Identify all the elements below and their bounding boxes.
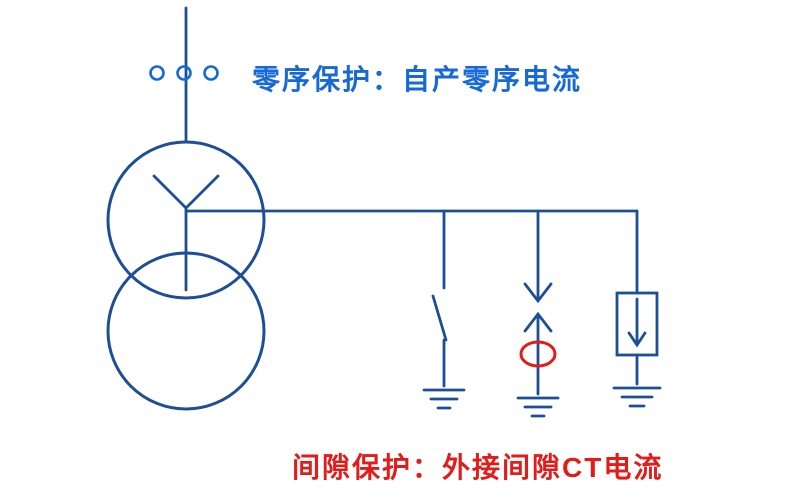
ct-circle-a <box>149 65 165 81</box>
circuit-lines <box>106 6 662 418</box>
phase-ct-circles-icon <box>149 65 219 81</box>
ground-symbol-1 <box>422 388 466 410</box>
ground-symbol-3 <box>612 386 662 408</box>
transformer-primary-circle <box>106 140 266 300</box>
neutral-disconnect-switch <box>422 209 466 410</box>
switch-blade <box>431 294 448 342</box>
surge-arrester <box>612 209 662 408</box>
ct-circle-b <box>176 65 192 81</box>
ct-circle-c <box>203 65 219 81</box>
gap-down-arrow-icon <box>523 282 553 304</box>
arrester-arrow-head-icon <box>627 331 647 348</box>
protective-gap <box>516 209 560 418</box>
wye-winding-icon <box>152 174 220 292</box>
gap-ct-marker <box>519 340 557 368</box>
zero-sequence-protection-label: 零序保护：自产零序电流 <box>252 64 583 95</box>
gap-protection-label: 间隙保护：外接间隙CT电流 <box>292 452 664 483</box>
ground-symbol-2 <box>516 396 560 418</box>
